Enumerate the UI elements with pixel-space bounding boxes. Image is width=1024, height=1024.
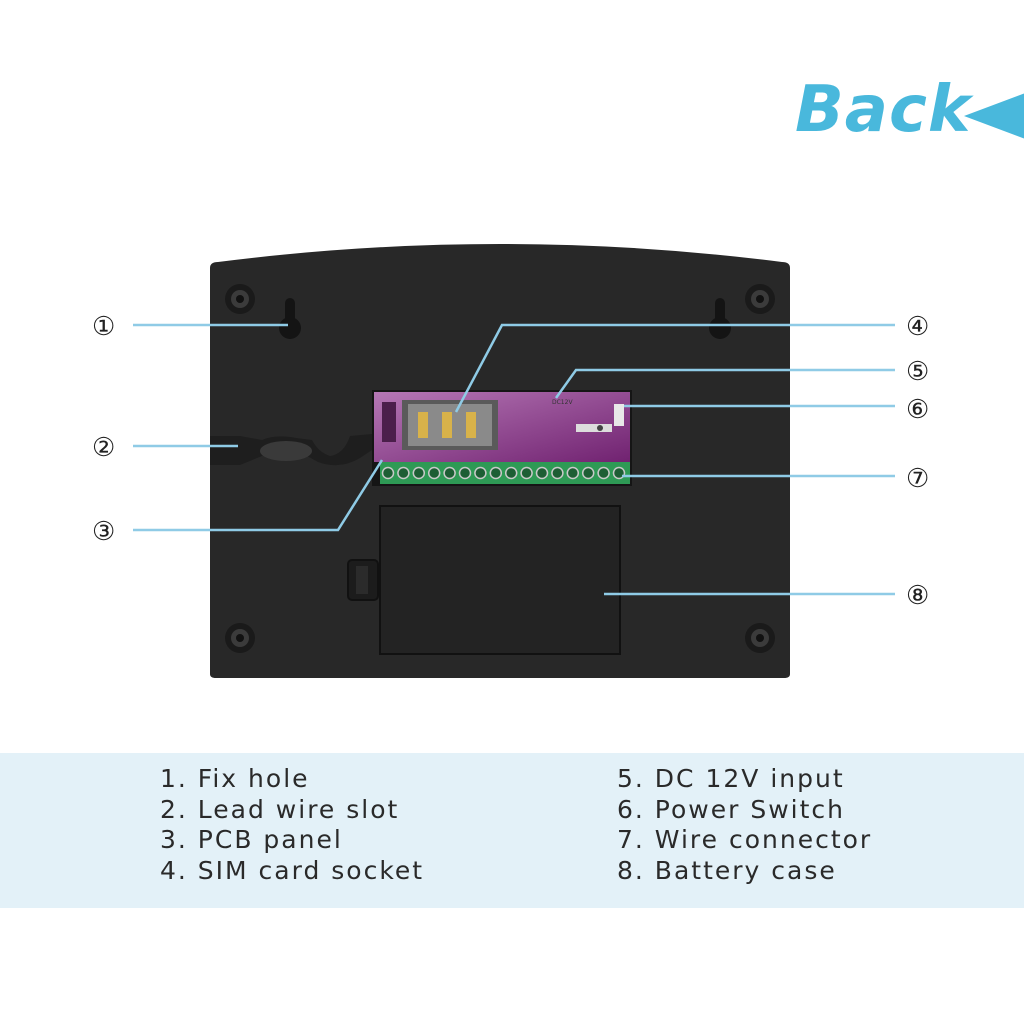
sim-card-socket <box>402 400 498 450</box>
legend-item-fix-hole: 1. Fix hole <box>160 764 310 793</box>
legend-item-power-switch: 6. Power Switch <box>617 794 845 824</box>
terminal-screw <box>597 466 610 480</box>
legend-item-lead-wire-slot: 2. Lead wire slot <box>160 794 400 824</box>
fix-hole-right <box>709 298 731 339</box>
terminal-screw <box>581 466 595 480</box>
terminal-screw <box>535 466 549 480</box>
callout-1: ① <box>92 312 115 342</box>
leader-lines <box>133 323 895 596</box>
callout-3: ③ <box>92 517 115 547</box>
screw-top-right <box>745 284 775 314</box>
terminal-screw <box>566 466 580 480</box>
back-title: Back <box>795 73 972 147</box>
terminal-screw <box>474 466 487 480</box>
legend-band <box>0 753 1024 908</box>
terminal-screw <box>551 466 564 480</box>
leader-3 <box>133 459 384 532</box>
legend-right-list: 5. DC 12V input 6. Power Switch 7. Wire … <box>617 764 872 886</box>
screw-top-left <box>225 284 255 314</box>
pcb-dc12v-label: DC12V <box>552 399 573 406</box>
terminal-screw <box>458 466 472 480</box>
legend-item-battery-case: 8. Battery case <box>617 855 837 885</box>
battery-case <box>379 505 621 655</box>
legend-item-pcb-panel: 3. PCB panel <box>160 825 343 854</box>
terminal-screw <box>443 466 456 480</box>
wire-slot-opening <box>260 441 312 461</box>
device-diagram: DC12V ① ② ③ ④ ⑤ ⑥ ⑦ ⑧ <box>92 244 929 678</box>
legend-item-wire-connector: 7. Wire connector <box>617 825 873 854</box>
fix-hole-left <box>279 298 301 339</box>
callout-2: ② <box>92 433 115 463</box>
power-switch <box>614 404 624 426</box>
callout-5: ⑤ <box>906 357 929 387</box>
terminal-screw <box>412 466 426 480</box>
leader-4 <box>454 323 895 413</box>
callout-8: ⑧ <box>906 581 929 611</box>
screw-bottom-right <box>745 623 775 653</box>
screw-bottom-left <box>225 623 255 653</box>
terminal-screw <box>504 466 518 480</box>
callout-6: ⑥ <box>906 395 929 425</box>
callout-4: ④ <box>906 312 929 342</box>
terminal-screw <box>381 466 395 480</box>
legend-item-sim-card-socket: 4. SIM card socket <box>160 855 425 885</box>
legend-left-list: 1. Fix hole 2. Lead wire slot 3. PCB pan… <box>160 764 424 886</box>
terminal-screw <box>612 466 626 480</box>
terminal-screw <box>427 466 441 480</box>
terminal-screw <box>520 466 533 480</box>
leader-5 <box>554 368 895 399</box>
callout-7: ⑦ <box>906 464 929 494</box>
terminal-screw <box>397 466 410 480</box>
device-back-panel-illustration: DC12V ① ② ③ ④ ⑤ ⑥ ⑦ ⑧ <box>92 244 929 678</box>
legend-item-dc-input: 5. DC 12V input <box>617 764 845 793</box>
terminal-screws <box>381 466 626 480</box>
triangle-left-icon <box>964 92 1024 140</box>
terminal-screw <box>489 466 503 480</box>
